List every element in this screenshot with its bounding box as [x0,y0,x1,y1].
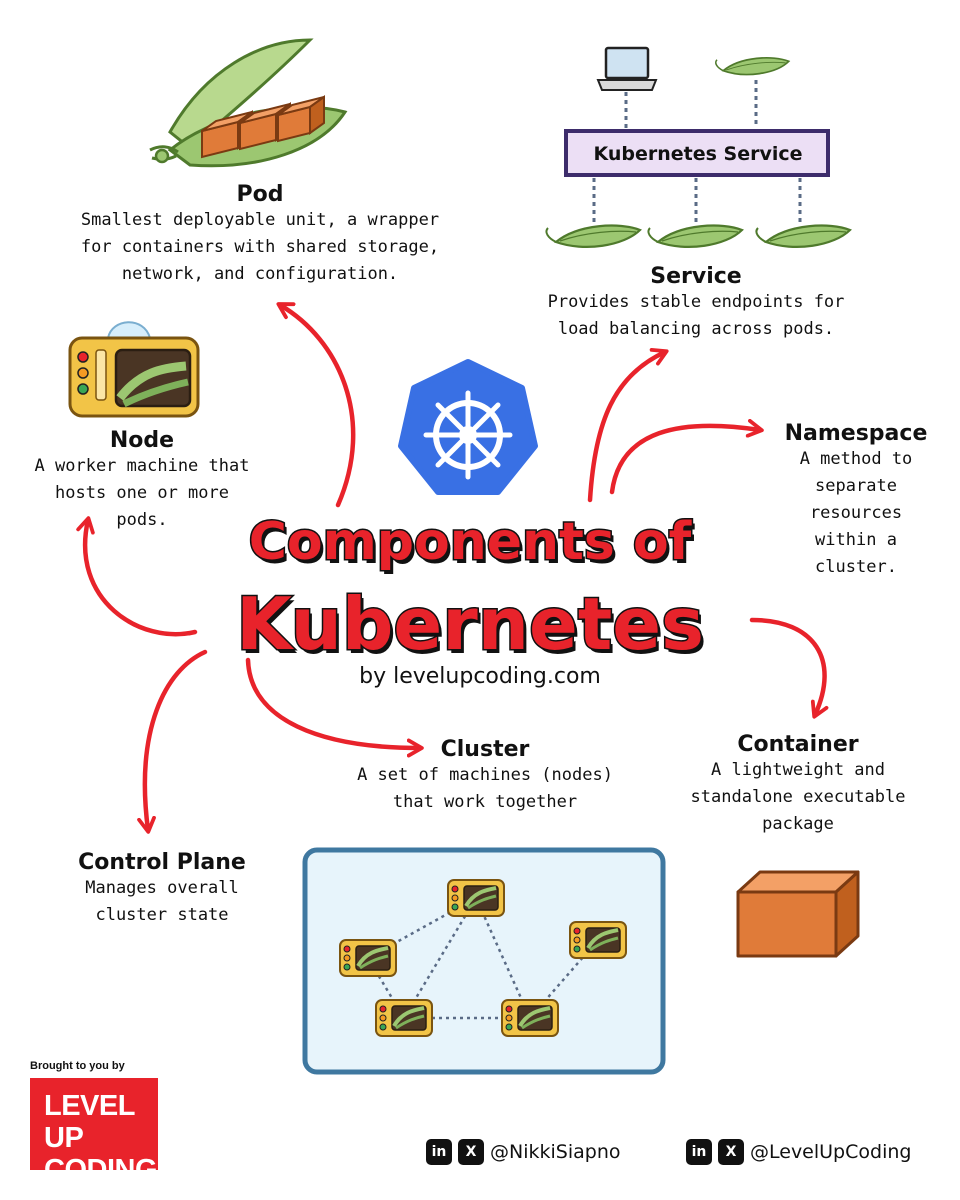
linkedin-icon[interactable]: in [426,1139,452,1165]
node-description: A worker machine that hosts one or more … [34,456,250,530]
service-illustration [545,46,852,248]
container-block: Container A lightweight and standalone e… [660,732,936,838]
level-up-coding-logo[interactable]: LEVEL UP CODING [30,1078,158,1186]
logo-line-2: CODING [44,1154,158,1186]
brought-to-you-by: Brought to you by [30,1060,125,1072]
service-heading: Service [650,264,742,289]
handle-nikki[interactable]: @NikkiSiapno [490,1141,621,1163]
service-description: Provides stable endpoints for load balan… [547,292,845,339]
pod-heading: Pod [236,182,284,207]
control-plane-block: Control Plane Manages overall cluster st… [50,850,274,929]
namespace-heading: Namespace [784,421,928,446]
container-description: A lightweight and standalone executable … [690,760,906,834]
container-heading: Container [737,732,859,757]
connector-arrows [76,302,829,834]
cluster-description: A set of machines (nodes) that work toge… [357,765,613,812]
cluster-block: Cluster A set of machines (nodes) that w… [310,737,660,816]
namespace-block: Namespace A method to separate resources… [756,421,956,581]
social-handle-nikki[interactable]: in X @NikkiSiapno [426,1138,621,1166]
x-icon[interactable]: X [458,1139,484,1165]
kubernetes-logo-icon [398,359,538,495]
container-illustration [736,870,860,958]
node-illustration [68,321,200,418]
cluster-heading: Cluster [440,737,530,762]
control-plane-heading: Control Plane [78,850,246,875]
title-line-2: Kubernetes [235,581,706,668]
x-icon[interactable]: X [718,1139,744,1165]
title-line-1: Components of [247,511,693,574]
linkedin-icon[interactable]: in [686,1139,712,1165]
pod-block: Pod Smallest deployable unit, a wrapper … [40,182,480,288]
handle-levelupcoding[interactable]: @LevelUpCoding [750,1141,912,1163]
namespace-description: A method to separate resources within a … [799,449,913,577]
logo-line-1: LEVEL UP [44,1090,135,1154]
byline: by levelupcoding.com [359,664,601,689]
service-block: Service Provides stable endpoints for lo… [496,264,896,343]
node-block: Node A worker machine that hosts one or … [0,428,284,534]
control-plane-description: Manages overall cluster state [85,878,239,925]
node-heading: Node [109,428,175,453]
pod-illustration [149,38,348,168]
kubernetes-service-box-label: Kubernetes Service [593,143,803,165]
cluster-illustration [302,847,666,1075]
social-handle-levelup[interactable]: in X @LevelUpCoding [686,1138,911,1166]
pod-description: Smallest deployable unit, a wrapper for … [80,210,440,284]
